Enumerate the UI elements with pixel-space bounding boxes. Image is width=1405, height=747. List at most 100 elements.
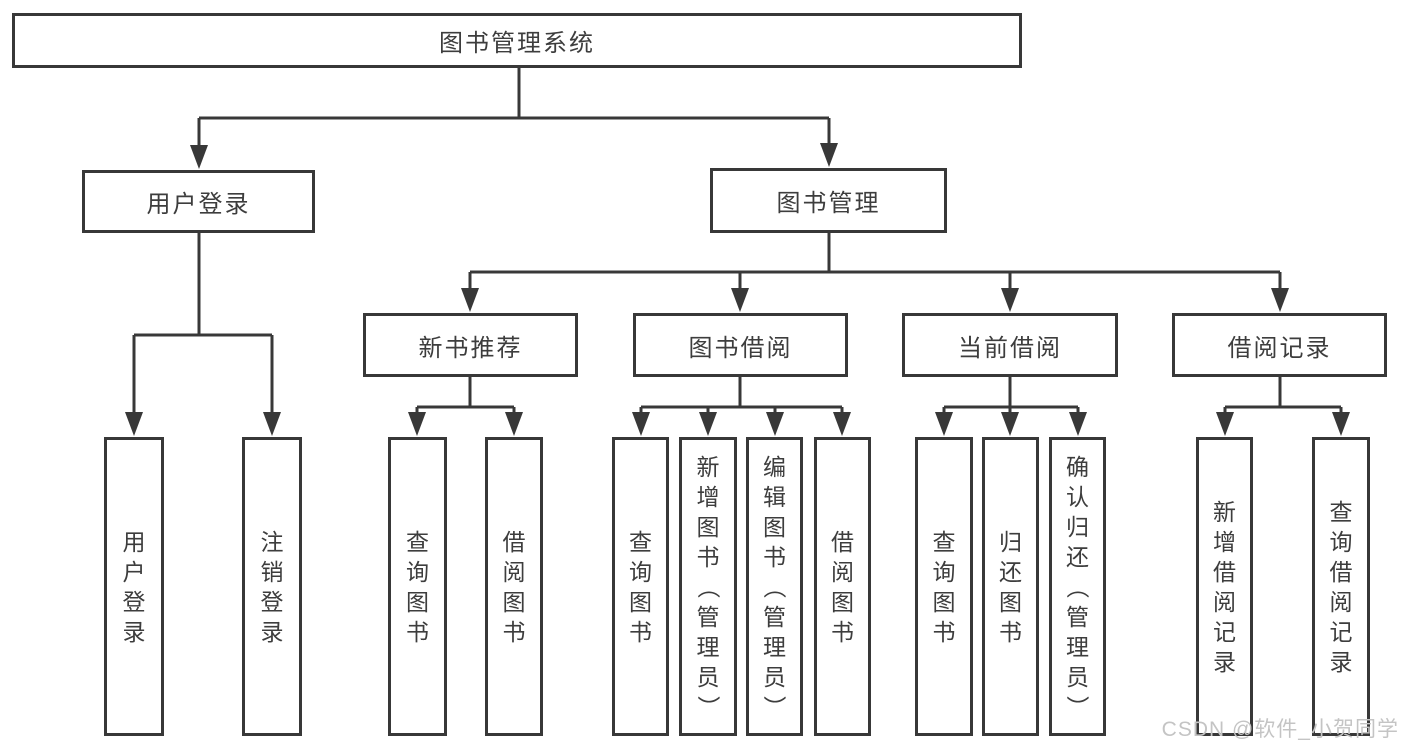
leaf-char: 图: [763, 513, 786, 540]
leaf-newbook-borrow: 借阅图书: [485, 437, 543, 736]
leaf-records-add: 新增借阅记录: [1196, 437, 1253, 736]
node-new-book-recommend: 新书推荐: [363, 313, 578, 377]
leaf-char: 登: [260, 588, 284, 615]
leaf-char: （: [695, 575, 721, 598]
leaf-char: 管: [696, 603, 720, 630]
leaf-char: 书: [999, 618, 1022, 645]
leaf-borrow-query: 查询图书: [612, 437, 669, 736]
leaf-char: 辑: [763, 483, 786, 510]
leaf-char: 还: [999, 558, 1022, 585]
node-new-book-recommend-label: 新书推荐: [418, 334, 523, 362]
leaf-borrow-edit-admin: 编辑图书 （ 管理员 ）: [746, 437, 803, 736]
leaf-char: 户: [122, 558, 146, 585]
arrowheads-book-borrow-leaves: [632, 412, 851, 436]
leaf-char: 增: [1213, 528, 1236, 555]
node-root-system: 图书管理系统: [12, 13, 1022, 68]
leaf-borrow-add-admin: 新增图书（管理员）: [679, 437, 737, 736]
leaf-current-return: 归还图书: [982, 437, 1039, 736]
node-root-system-label: 图书管理系统: [439, 30, 595, 57]
leaf-char: 编: [763, 453, 786, 480]
leaf-char: 员: [1066, 663, 1089, 690]
node-book-management-label: 图书管理: [776, 190, 881, 217]
leaf-char: 员: [696, 663, 720, 690]
leaf-char: 注: [260, 528, 284, 555]
leaf-char: 登: [122, 588, 146, 615]
leaf-char: 员: [763, 663, 786, 690]
leaf-char: 查: [406, 528, 429, 555]
leaf-char: 借: [502, 528, 526, 555]
leaf-user-login: 用户登录: [104, 437, 164, 736]
connector-root-to-level1: [197, 68, 831, 146]
leaf-records-query: 查询借阅记录: [1312, 437, 1370, 736]
leaf-char: 询: [1329, 528, 1353, 555]
arrowheads-borrow-records-leaves: [1216, 412, 1350, 436]
leaf-char: 书: [406, 618, 429, 645]
arrowheads-user-login-leaves: [125, 412, 281, 436]
leaf-char: 销: [260, 558, 284, 585]
leaf-char: 录: [1213, 648, 1236, 675]
node-current-borrow-label: 当前借阅: [958, 334, 1062, 362]
leaf-char: 理: [763, 633, 786, 660]
leaf-char: 新: [696, 453, 720, 480]
leaf-char: 询: [406, 558, 429, 585]
arrowheads-current-borrow-leaves: [935, 412, 1087, 436]
leaf-char: 书: [502, 618, 526, 645]
node-borrow-records: 借阅记录: [1172, 313, 1387, 377]
leaf-char: 图: [696, 513, 720, 540]
leaf-char: 书: [831, 618, 854, 645]
node-book-borrow: 图书借阅: [633, 313, 848, 377]
leaf-char: 查: [629, 528, 652, 555]
leaf-char: 图: [831, 588, 854, 615]
node-user-login: 用户登录: [82, 170, 315, 233]
leaf-char: 书: [763, 543, 786, 570]
leaf-char: 归: [1066, 513, 1089, 540]
leaf-char: （: [761, 575, 788, 598]
node-current-borrow: 当前借阅: [902, 313, 1118, 377]
leaf-borrow-borrow: 借阅图书: [814, 437, 871, 736]
leaf-current-confirm-admin: 确认归还（管理员）: [1049, 437, 1106, 736]
leaf-char: 书: [932, 618, 956, 645]
leaf-char: 增: [696, 483, 720, 510]
leaf-char: 新: [1213, 498, 1236, 525]
node-book-management: 图书管理: [710, 168, 947, 233]
leaf-char: ）: [761, 695, 788, 718]
connector-book-borrow-to-leaves: [639, 377, 844, 413]
connector-borrow-records-to-leaves: [1223, 377, 1343, 413]
leaf-char: 阅: [502, 558, 526, 585]
leaf-char: 确: [1066, 453, 1089, 480]
leaf-char: 记: [1329, 618, 1353, 645]
leaf-char: 书: [696, 543, 720, 570]
leaf-char: 录: [1329, 648, 1353, 675]
leaf-char: 记: [1213, 618, 1236, 645]
leaf-char: 查: [932, 528, 956, 555]
leaf-char: 图: [406, 588, 429, 615]
leaf-char: 图: [999, 588, 1022, 615]
node-borrow-records-label: 借阅记录: [1227, 334, 1332, 362]
leaf-char: 查: [1329, 498, 1353, 525]
leaf-char: 借: [1329, 558, 1353, 585]
leaf-char: 录: [260, 618, 284, 645]
connector-current-borrow-to-leaves: [942, 377, 1080, 413]
leaf-char: 阅: [1213, 588, 1236, 615]
node-book-borrow-label: 图书借阅: [688, 334, 793, 362]
connector-new-book-to-leaves: [415, 377, 516, 413]
leaf-char: 询: [629, 558, 652, 585]
arrowheads-new-book-leaves: [408, 412, 523, 436]
leaf-char: 图: [629, 588, 652, 615]
leaf-logout: 注销登录: [242, 437, 302, 736]
connector-user-login-to-leaves: [132, 233, 274, 413]
leaf-current-query: 查询图书: [915, 437, 973, 736]
leaf-char: 借: [1213, 558, 1236, 585]
leaf-char: 认: [1066, 483, 1089, 510]
leaf-char: 管: [1066, 603, 1089, 630]
leaf-char: 理: [1066, 633, 1089, 660]
leaf-char: ）: [1064, 695, 1091, 718]
leaf-char: 书: [629, 618, 652, 645]
leaf-char: 借: [831, 528, 854, 555]
node-user-login-label: 用户登录: [146, 191, 251, 218]
leaf-newbook-query: 查询图书: [388, 437, 447, 736]
leaf-char: 管: [763, 603, 786, 630]
leaf-char: 图: [502, 588, 526, 615]
